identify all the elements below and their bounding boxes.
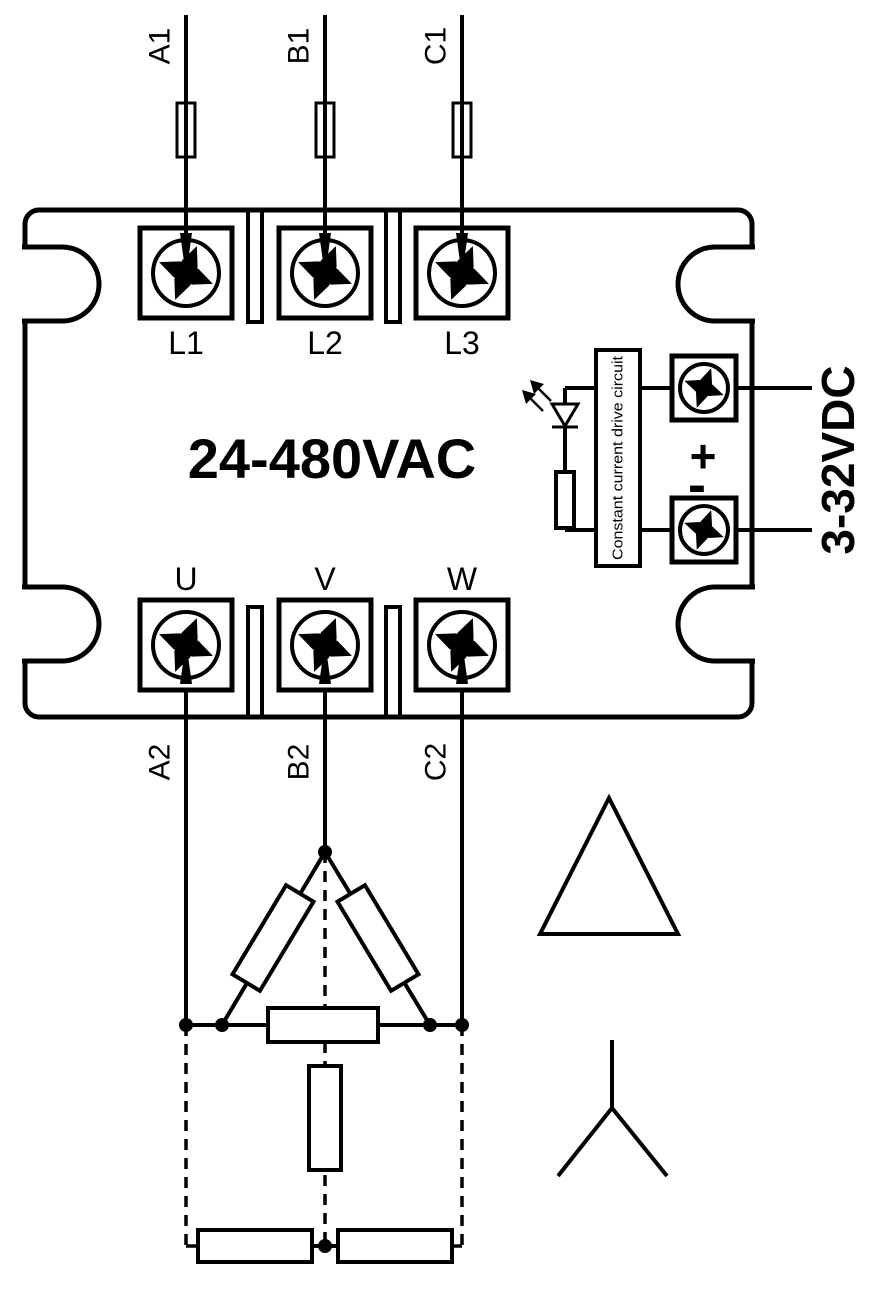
led-icon <box>549 402 581 429</box>
isolation-slot-top-2 <box>384 208 402 324</box>
label-v: V <box>314 561 336 597</box>
mounting-notch-bottom-left <box>22 584 102 664</box>
output-line-wires <box>184 690 464 1025</box>
label-a2: A2 <box>144 744 177 781</box>
label-a1: A1 <box>144 28 177 65</box>
label-b2: B2 <box>283 744 316 781</box>
load-network <box>179 845 469 1264</box>
input-line-wires <box>184 15 464 258</box>
wire-wedge-l1 <box>180 233 192 276</box>
fuse-c1 <box>451 101 473 159</box>
wye-resistor-middle <box>307 1064 343 1172</box>
drive-circuit-box <box>594 348 642 568</box>
label-c1: C1 <box>420 27 453 65</box>
wire-wedge-u <box>180 642 192 684</box>
label-u: U <box>174 561 197 597</box>
control-voltage-label: 3-32VDC <box>812 365 864 554</box>
voltage-rating-label: 24-480VAC <box>188 427 476 490</box>
label-b1: B1 <box>283 28 316 65</box>
delta-symbol-icon <box>536 793 682 936</box>
fuse-b1 <box>314 101 336 159</box>
label-c2: C2 <box>420 743 453 781</box>
isolation-slot-bottom-2 <box>384 605 402 719</box>
wye-wires-dashed <box>184 852 464 1248</box>
wye-resistor-right <box>336 1228 454 1264</box>
delta-resistor-right <box>334 882 422 994</box>
input-wires <box>175 15 473 276</box>
wire-wedge-l2 <box>319 233 331 276</box>
terminal-dc-minus <box>669 495 739 565</box>
delta-resistor-bottom <box>266 1006 380 1044</box>
led-emission-arrows-icon <box>522 380 552 412</box>
relay-body <box>22 207 755 720</box>
label-l2: L2 <box>307 325 343 361</box>
terminal-dc-plus <box>669 353 739 423</box>
wye-symbol-icon <box>556 1040 669 1178</box>
wire-wedge-l3 <box>456 233 468 276</box>
label-l1: L1 <box>168 325 204 361</box>
mounting-notch-top-left <box>22 244 102 324</box>
mounting-notch-top-right <box>675 244 755 324</box>
junction-dots <box>179 845 469 1253</box>
isolation-slot-bottom-1 <box>246 605 264 719</box>
output-wires <box>180 642 468 1025</box>
current-limit-resistor <box>554 470 576 530</box>
isolation-slot-top-1 <box>246 208 264 324</box>
label-l3: L3 <box>444 325 480 361</box>
plus-label: + <box>690 430 717 482</box>
fuse-a1 <box>175 101 197 159</box>
wire-wedge-v <box>319 642 331 684</box>
label-w: W <box>447 561 478 597</box>
wye-resistor-left <box>196 1228 314 1264</box>
drive-circuit-label: Constant current drive circuit <box>610 355 627 560</box>
phillips-cross-icon <box>684 368 724 408</box>
wire-wedge-w <box>456 642 468 684</box>
mounting-notch-bottom-right <box>675 584 755 664</box>
phillips-cross-icon <box>684 510 724 550</box>
minus-label: - <box>688 455 706 515</box>
control-circuit <box>522 348 812 568</box>
delta-resistor-left <box>229 882 317 994</box>
